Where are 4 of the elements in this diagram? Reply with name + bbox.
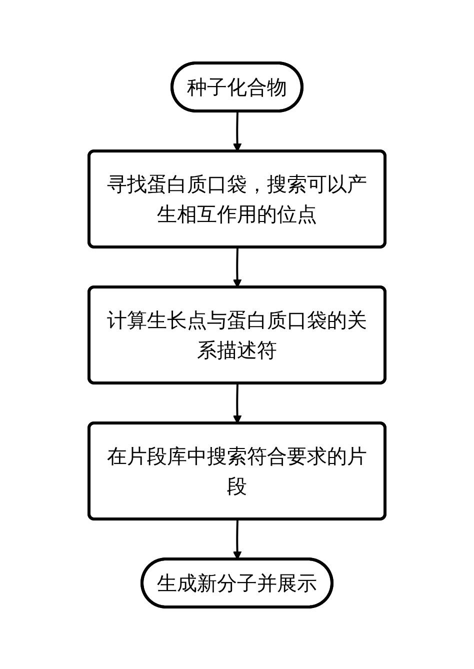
arrow [232,518,242,560]
arrow [232,246,242,288]
arrow [232,110,242,152]
arrow [232,382,242,424]
